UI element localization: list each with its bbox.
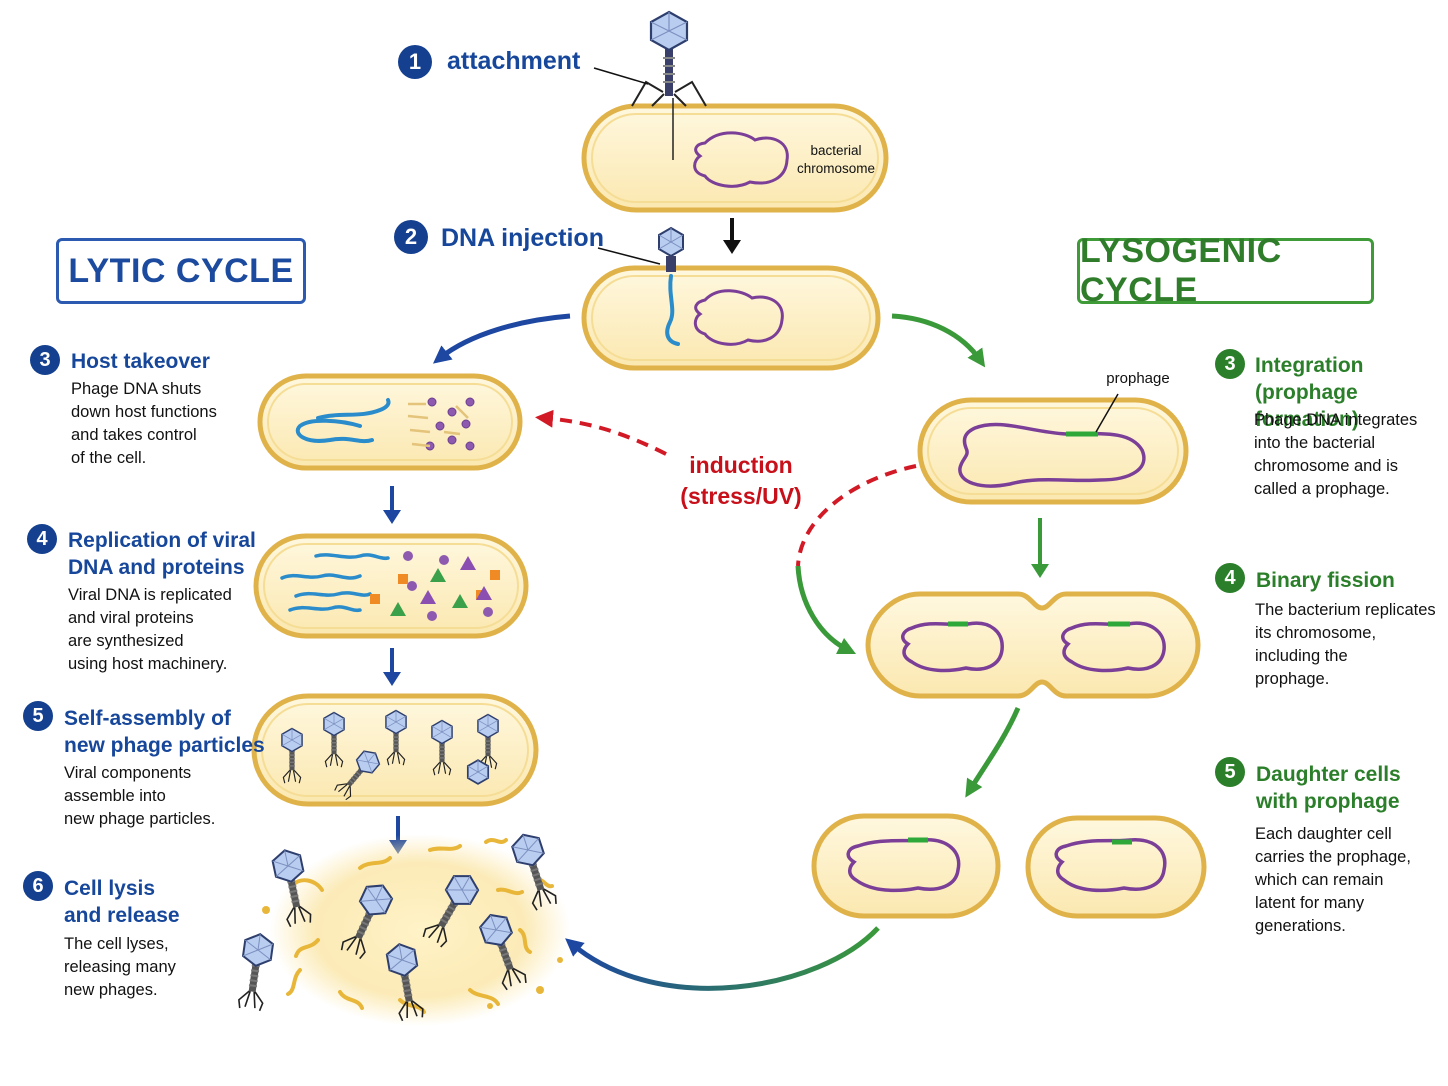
lysogenic-cell-fission (865, 591, 1201, 699)
lytic-step-3-title: Host takeover (71, 350, 210, 373)
lysogenic-cycle-heading: LYSOGENIC CYCLE (1077, 232, 1374, 309)
lysogenic-step-5-title: Daughter cells with prophage (1256, 763, 1401, 813)
lytic-cycle-heading: LYTIC CYCLE (56, 238, 306, 304)
daughter-cell-left (811, 813, 1001, 919)
attaching-phage (593, 10, 707, 160)
lytic-step-3-badge: 3 (30, 345, 60, 375)
step-1-badge: 1 (398, 45, 432, 79)
injection-cell (581, 265, 881, 371)
lysogenic-step-5-desc: Each daughter cell carries the prophage,… (1255, 825, 1411, 935)
lytic-cell-host-takeover (257, 373, 523, 471)
lytic-step-5-desc: Viral components assemble into new phage… (64, 764, 216, 828)
lytic-step-4-title: Replication of viral DNA and proteins (68, 529, 256, 579)
arrow-to-lysogenic (891, 313, 986, 368)
lytic-cell-replication (253, 533, 529, 639)
lysogenic-cell-integration (917, 393, 1189, 505)
lytic-arrow-1 (383, 486, 401, 524)
lytic-step-5-badge: 5 (23, 701, 53, 731)
lytic-step-5-title: Self-assembly of new phage particles (64, 707, 265, 757)
lytic-step-6-badge: 6 (23, 871, 53, 901)
lytic-step-6-title: Cell lysis and release (64, 877, 180, 927)
lytic-cell-assembly (251, 693, 539, 807)
lysogenic-step-4-desc: The bacterium replicates its chromosome,… (1255, 601, 1436, 688)
bacterial-chromosome-label: bacterial chromosome (796, 143, 876, 176)
arrow-to-lytic (432, 313, 571, 364)
lysogenic-step-3-title: Integration (prophage formation) (1255, 354, 1364, 431)
induction-arrow-to-lytic (535, 409, 667, 456)
prophage-label: prophage (1106, 370, 1170, 387)
bacterial-chromosome (693, 131, 789, 188)
arrow-to-lysis (565, 926, 880, 991)
attachment-label: attachment (447, 47, 581, 75)
lysogenic-step-4-badge: 4 (1215, 563, 1245, 593)
injected-phage-dna (665, 274, 680, 346)
induction-arrow-from-prophage (796, 464, 917, 567)
lytic-arrow-2 (383, 648, 401, 686)
injecting-phage (597, 227, 684, 272)
lysogenic-step-3-desc: Phage DNA integrates into the bacterial … (1254, 411, 1418, 498)
lytic-step-4-desc: Viral DNA is replicated and viral protei… (68, 586, 232, 673)
daughter-cell-right (1025, 815, 1207, 919)
lysis-burst (236, 830, 570, 1026)
lytic-step-4-badge: 4 (27, 524, 57, 554)
dna-injection-label: DNA injection (441, 224, 604, 252)
lysogenic-arrow-1 (1031, 518, 1049, 578)
induction-green-arrow (795, 565, 857, 655)
step-2-badge: 2 (394, 220, 428, 254)
attachment-cell (581, 103, 889, 213)
lysogenic-step-4-title: Binary fission (1256, 569, 1395, 592)
lytic-step-6-desc: The cell lyses, releasing many new phage… (64, 935, 176, 999)
lysogenic-arrow-2 (965, 706, 1021, 798)
lytic-step-3-desc: Phage DNA shuts down host functions and … (71, 380, 217, 467)
lysogenic-step-3-badge: 3 (1215, 349, 1245, 379)
down-arrow-black (723, 218, 741, 254)
induction-label: induction (stress/UV) (680, 452, 802, 509)
lysogenic-step-5-badge: 5 (1215, 757, 1245, 787)
